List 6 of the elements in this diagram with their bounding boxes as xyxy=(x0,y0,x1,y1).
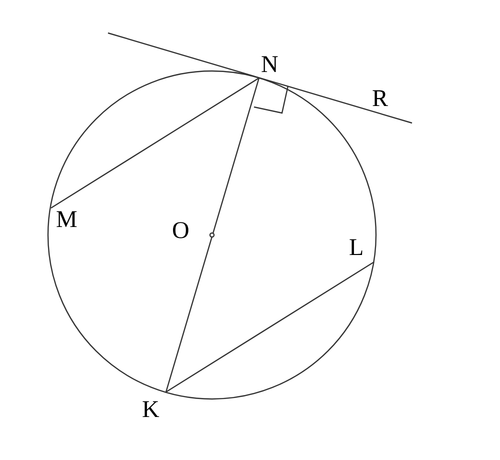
point-label: N xyxy=(261,53,278,77)
point-label: R xyxy=(372,87,388,111)
point-label: O xyxy=(172,219,190,243)
point-label: K xyxy=(142,398,160,422)
point-label: M xyxy=(56,208,78,232)
point-label: L xyxy=(349,236,364,260)
